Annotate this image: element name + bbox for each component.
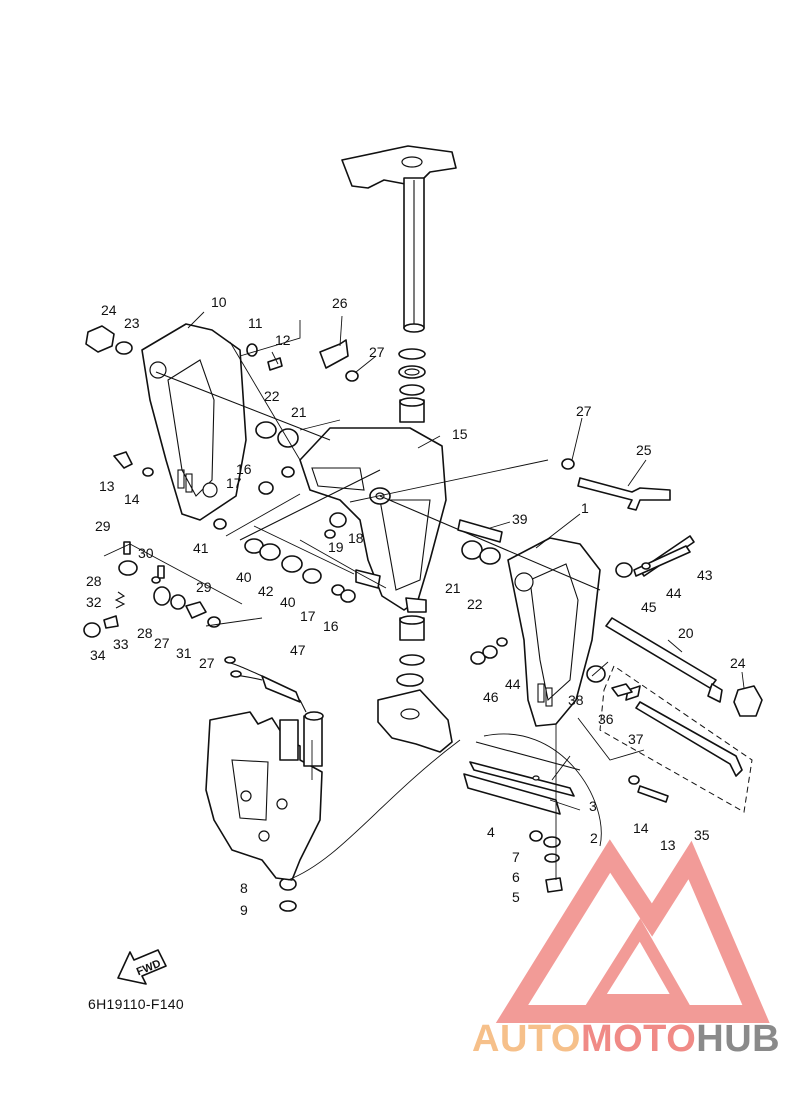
callout-41: 41 [193, 540, 209, 556]
callout-21a: 21 [291, 404, 307, 420]
callout-23: 23 [124, 315, 140, 331]
callout-16a: 16 [236, 461, 252, 477]
hardware [83, 325, 763, 912]
callout-42: 42 [258, 583, 274, 599]
callout-9: 9 [240, 902, 248, 918]
callout-35: 35 [694, 827, 710, 843]
callout-17b: 17 [300, 608, 316, 624]
callout-21b: 21 [445, 580, 461, 596]
callout-40a: 40 [236, 569, 252, 585]
callout-4: 4 [487, 824, 495, 840]
watermark-auto: AUTO [472, 1018, 581, 1060]
wire-harness [224, 656, 307, 713]
callout-28b: 28 [137, 625, 153, 641]
callout-32: 32 [86, 594, 102, 610]
callout-30: 30 [138, 545, 154, 561]
callout-44b: 44 [505, 676, 521, 692]
callout-16b: 16 [323, 618, 339, 634]
callout-39: 39 [512, 511, 528, 527]
callout-13b: 13 [660, 837, 676, 853]
callout-22b: 22 [467, 596, 483, 612]
callout-45: 45 [641, 599, 657, 615]
watermark-text: AUTOMOTOHUB [472, 1018, 780, 1061]
callout-47: 47 [290, 642, 306, 658]
callout-15: 15 [452, 426, 468, 442]
callout-1: 1 [581, 500, 589, 516]
clamp-bracket-right [507, 537, 601, 727]
tilt-rod-assembly [599, 665, 753, 813]
callout-13a: 13 [99, 478, 115, 494]
callout-25: 25 [636, 442, 652, 458]
anode-plates [463, 741, 581, 815]
callout-14a: 14 [124, 491, 140, 507]
callout-26: 26 [332, 295, 348, 311]
callout-27a: 27 [369, 344, 385, 360]
callout-12: 12 [275, 332, 291, 348]
lower-bushing-stack [377, 615, 453, 753]
callout-3: 3 [589, 798, 597, 814]
callout-28a: 28 [86, 573, 102, 589]
steering-shaft [341, 145, 457, 333]
callout-34: 34 [90, 647, 106, 663]
callout-2: 2 [590, 830, 598, 846]
callout-10: 10 [211, 294, 227, 310]
leader-lines [103, 311, 745, 881]
callout-27b: 27 [576, 403, 592, 419]
callout-18: 18 [348, 530, 364, 546]
callout-37: 37 [628, 731, 644, 747]
callout-19: 19 [328, 539, 344, 555]
callout-labels: 1 2 3 4 5 6 7 8 9 10 11 12 13 13 14 14 1… [86, 294, 746, 918]
fwd-arrow: FWD [117, 949, 167, 985]
callout-11: 11 [248, 315, 263, 331]
callout-6: 6 [512, 869, 520, 885]
swivel-bracket [299, 427, 447, 613]
watermark-logo-icon [495, 839, 770, 1023]
callout-7: 7 [512, 849, 520, 865]
callout-20: 20 [678, 625, 694, 641]
trim-cylinder-assembly [205, 711, 324, 881]
drawing-code: 6H19110-F140 [88, 996, 184, 1012]
callout-44a: 44 [666, 585, 682, 601]
callout-29b: 29 [196, 579, 212, 595]
callout-29a: 29 [95, 518, 111, 534]
watermark-hub: HUB [696, 1018, 781, 1060]
callout-22a: 22 [264, 388, 280, 404]
watermark-moto: MOTO [580, 1018, 697, 1060]
clamp-bracket-left [141, 323, 247, 521]
callout-14b: 14 [633, 820, 649, 836]
callout-27c: 27 [154, 635, 170, 651]
callout-8: 8 [240, 880, 248, 896]
callout-40b: 40 [280, 594, 296, 610]
callout-36: 36 [598, 711, 614, 727]
callout-24b: 24 [730, 655, 746, 671]
callout-27d: 27 [199, 655, 215, 671]
callout-17a: 17 [226, 475, 242, 491]
callout-43: 43 [697, 567, 713, 583]
callout-38: 38 [568, 692, 584, 708]
callout-31: 31 [176, 645, 192, 661]
callout-5: 5 [512, 889, 520, 905]
callout-24a: 24 [101, 302, 117, 318]
callout-46: 46 [483, 689, 499, 705]
callout-33: 33 [113, 636, 129, 652]
